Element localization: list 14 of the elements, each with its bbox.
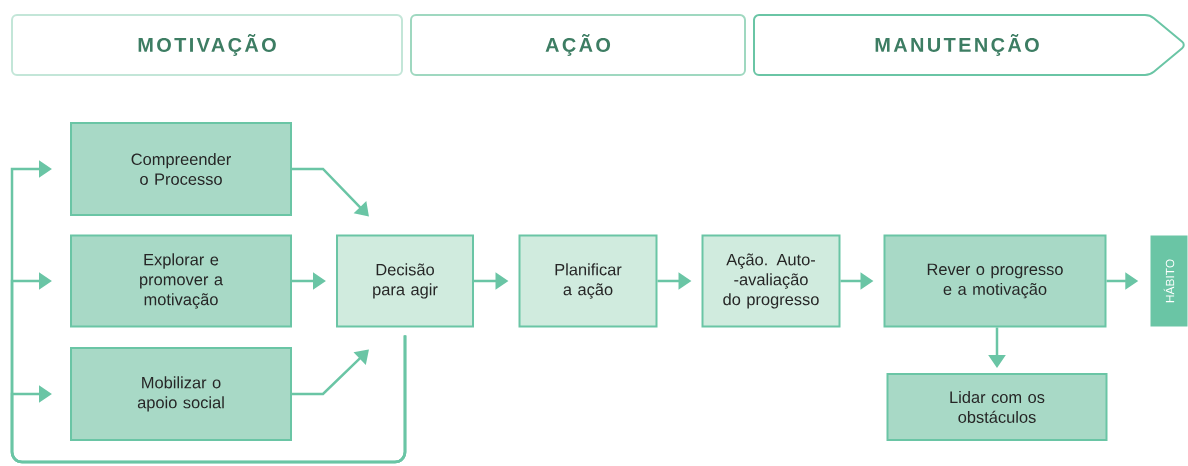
- process-box: Planificar a ação: [518, 234, 658, 328]
- process-box: Rever o progresso e a motivação: [883, 234, 1107, 328]
- arrow: [292, 349, 369, 396]
- arrow: [292, 167, 369, 217]
- process-box: Ação. Auto- -avaliação do progresso: [701, 234, 841, 328]
- process-box: Decisão para agir: [336, 234, 474, 328]
- stage-box: AÇÃO: [410, 14, 746, 76]
- process-box: Explorar e promover a motivação: [70, 234, 292, 328]
- process-box: Compreender o Processo: [70, 122, 292, 216]
- process-box: Lidar com os obstáculos: [886, 373, 1108, 441]
- process-box: Mobilizar o apoio social: [70, 347, 292, 441]
- stage-box: MOTIVAÇÃO: [11, 14, 403, 76]
- arrow: [10, 335, 407, 464]
- outcome-tab: HÁBITO: [1150, 235, 1188, 327]
